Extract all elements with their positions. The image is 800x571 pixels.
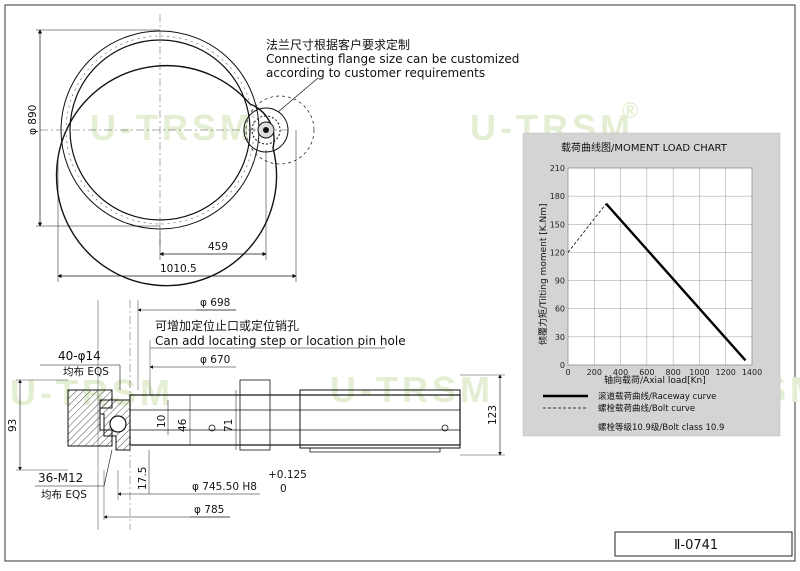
watermark-mark: ® [622, 98, 642, 123]
drawing-code-box [614, 531, 793, 557]
chart-xtick-label: 600 [639, 368, 654, 377]
chart-ylabel: 倾覆力矩/Tilting moment [K.Nm] [537, 203, 549, 345]
grease-nipple [208, 424, 216, 432]
locating-note-cn: 可增加定位止口或定位销孔 [155, 318, 299, 333]
holes-bottom: 36-M12 [38, 471, 83, 485]
chart-ytick-label: 120 [550, 248, 565, 257]
chart-title: 载荷曲线图/MOMENT LOAD CHART [561, 141, 728, 154]
flange-note-en-2: according to customer requirements [266, 66, 485, 80]
chart-xtick-label: 200 [587, 368, 602, 377]
dim-17-5: 17.5 [137, 467, 149, 490]
holes-top-eqs: 均布 EQS [63, 366, 109, 378]
chart-ytick-label: 150 [550, 220, 565, 229]
dim-459: 459 [208, 241, 228, 253]
flange-note-en-1: Connecting flange size can be customized [266, 52, 519, 66]
drawing-code: Ⅱ-0741 [674, 538, 718, 553]
top-view: φ 890 459 1010.5 [27, 14, 319, 287]
bolt-curve-line [567, 203, 607, 253]
dim-698: φ 698 [200, 297, 230, 309]
dim-785: φ 785 [194, 504, 224, 516]
chart-ytick-label: 60 [555, 305, 565, 314]
dim-890: φ 890 [27, 105, 39, 135]
chart-ytick-label: 0 [560, 361, 565, 370]
legend-label: 滚道载荷曲线/Raceway curve [598, 391, 716, 402]
title-block: Ⅱ-0741 [614, 531, 793, 557]
chart-xtick-label: 400 [613, 368, 628, 377]
flange-circle [245, 95, 315, 165]
watermark-text: U-TRSM [90, 107, 254, 148]
pinion-teeth [251, 115, 281, 145]
chart-footnote: 螺栓等级10.9级/Bolt class 10.9 [598, 422, 724, 433]
chart-ytick-label: 90 [555, 277, 565, 286]
drive-base [309, 448, 441, 453]
sheet-border [4, 4, 796, 562]
dim-71: 71 [223, 419, 235, 432]
dim-10: 10 [156, 415, 168, 428]
leader [103, 449, 113, 487]
dim-93: 93 [7, 419, 19, 432]
dim-tol-lower: 0 [280, 483, 287, 495]
pinion-center [263, 127, 269, 133]
dim-46: 46 [177, 418, 189, 432]
outer-contour [55, 64, 278, 287]
drive-flange [239, 379, 271, 451]
flange-note-cn: 法兰尺寸根据客户要求定制 [266, 37, 410, 52]
chart-ticks: 0 200 400 600 800 1000 1200 1400 0 30 60 90 120 150 18… [550, 164, 762, 377]
dim-tol-upper: +0.125 [268, 469, 307, 481]
chart-xtick-label: 800 [666, 368, 681, 377]
rolling-ball [109, 415, 127, 433]
chart-xtick-label: 1200 [716, 368, 736, 377]
chart-series [567, 202, 747, 362]
chart-ytick-label: 180 [550, 192, 565, 201]
holes-top: 40-φ14 [58, 349, 101, 363]
dim-745: φ 745.50 H8 [192, 481, 257, 493]
holes-bottom-eqs: 均布 EQS [41, 489, 87, 501]
note-leader [277, 77, 319, 113]
legend-label: 螺栓载荷曲线/Bolt curve [598, 403, 695, 414]
raceway-curve-line [605, 202, 747, 362]
chart-xtick-label: 0 [565, 368, 570, 377]
chart-xlabel: 轴向载荷/Axial load[Kn] [604, 374, 706, 386]
locating-note-en: Can add locating step or location pin ho… [155, 334, 406, 348]
drive-block [299, 389, 461, 449]
grease-nipple [441, 424, 449, 432]
chart-ytick-label: 210 [550, 164, 565, 173]
chart-xtick-label: 1400 [742, 368, 762, 377]
dim-1010: 1010.5 [160, 263, 197, 275]
dim-670: φ 670 [200, 354, 230, 366]
dim-123: 123 [487, 405, 499, 425]
section-view: φ 698 可增加定位止口或定位销孔 Can add locating step… [7, 297, 505, 530]
chart-ytick-label: 30 [555, 333, 565, 342]
chart-xtick-label: 1000 [689, 368, 709, 377]
